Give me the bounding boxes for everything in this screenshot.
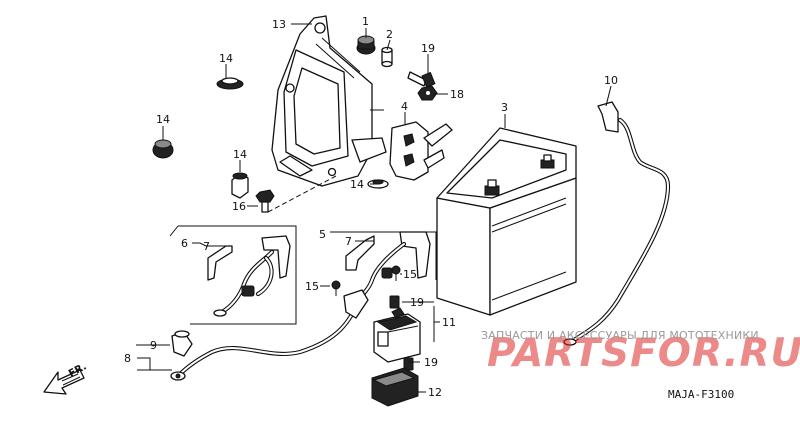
collar xyxy=(381,46,393,68)
callout-numbers: 13 1 2 19 18 4 3 10 14 14 14 14 16 6 7 5… xyxy=(124,15,618,399)
watermark-tagline: ЗАПЧАСТИ И АКСЕССУАРЫ ДЛЯ МОТОТЕХНИКИ xyxy=(481,329,759,342)
callout-14-top: 14 xyxy=(219,52,233,65)
screw-left xyxy=(331,280,341,296)
diagram-code: MAJA-F3100 xyxy=(668,388,735,401)
relay-cover xyxy=(371,367,419,407)
battery xyxy=(436,127,577,316)
rubber-mount-left xyxy=(152,139,174,159)
callout-19-top: 19 xyxy=(410,296,424,309)
battery-case-bracket xyxy=(271,15,387,187)
positive-cable-group-box xyxy=(330,231,437,280)
rubber-mount-top xyxy=(216,77,244,90)
callout-18: 19 xyxy=(421,42,435,55)
fuse-top xyxy=(389,295,400,309)
callout-14-left: 14 xyxy=(156,113,170,126)
bolt xyxy=(407,71,436,88)
screw-right xyxy=(391,265,401,281)
callout-10: 10 xyxy=(604,74,618,87)
callout-9: 9 xyxy=(150,339,157,352)
negative-cable-assembly xyxy=(207,235,291,317)
callout-15-right: 15 xyxy=(403,268,417,281)
callout-2: 2 xyxy=(386,28,393,41)
callout-3: 3 xyxy=(501,101,508,114)
battery-terminal-negative xyxy=(484,179,500,196)
starter-relay-bracket xyxy=(389,121,453,181)
terminal-cap xyxy=(171,330,193,357)
group-box-6 xyxy=(169,225,297,325)
callout-16: 16 xyxy=(232,200,246,213)
callout-5: 5 xyxy=(319,228,326,241)
callout-7-left: 7 xyxy=(203,240,210,253)
callout-6: 6 xyxy=(181,237,188,250)
callout-11: 11 xyxy=(442,316,456,329)
callout-13: 13 xyxy=(272,18,286,31)
positive-battery-cable xyxy=(563,101,671,346)
front-direction-arrow-icon xyxy=(43,369,85,395)
flange-bolt xyxy=(255,189,275,213)
callout-15-left: 15 xyxy=(305,280,319,293)
callout-17: 18 xyxy=(450,88,464,101)
grommet xyxy=(356,35,376,55)
watermark-logo: PARTSFOR.RU xyxy=(487,331,800,376)
callout-1: 1 xyxy=(362,15,369,28)
callout-19-bottom: 19 xyxy=(424,356,438,369)
starter-relay xyxy=(373,307,421,363)
callout-12: 12 xyxy=(428,386,442,399)
callout-7-right: 7 xyxy=(345,235,352,248)
starter-cable xyxy=(170,289,369,381)
battery-terminal-positive xyxy=(540,154,555,169)
callout-14-low: 14 xyxy=(350,178,364,191)
leader-lines xyxy=(136,23,612,393)
callout-8: 8 xyxy=(124,352,131,365)
rubber-mount-low xyxy=(367,179,389,189)
callout-14-mid: 14 xyxy=(233,148,247,161)
rubber-mount-mid xyxy=(231,172,249,199)
callout-4: 4 xyxy=(401,100,408,113)
nut xyxy=(417,85,438,101)
